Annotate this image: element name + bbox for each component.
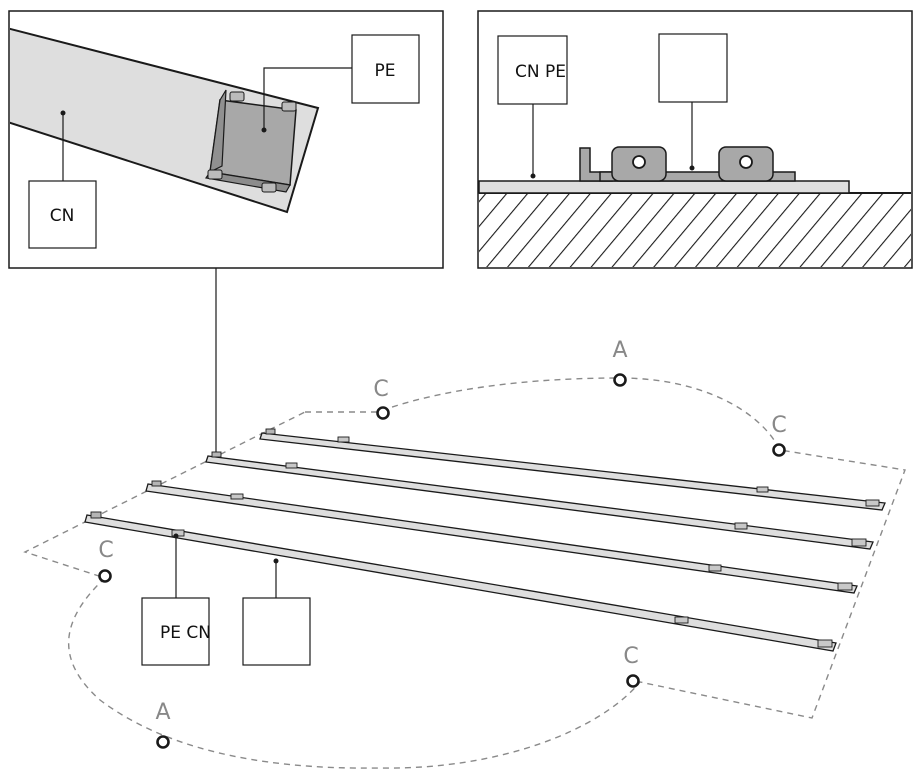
- label-box-pecn: [141, 597, 210, 666]
- marker-label-c-top-left: C: [373, 377, 388, 402]
- strip-3: [145, 480, 858, 594]
- marker-point-a-top: [613, 373, 627, 387]
- bracket-section: [579, 146, 796, 182]
- bracket-closeup: [204, 89, 297, 193]
- marker-label-a-top: A: [612, 338, 627, 363]
- marker-point-c-bottom-right: [626, 674, 640, 688]
- label-box-pe: [351, 34, 420, 104]
- ground-hatch: [479, 193, 911, 267]
- strip-section: [478, 180, 850, 194]
- marker-label-a-bottom: A: [155, 700, 170, 725]
- marker-point-c-top-left: [376, 406, 390, 420]
- marker-point-c-left: [98, 569, 112, 583]
- label-box-cn: [28, 180, 97, 249]
- label-box-empty-main: [242, 597, 311, 666]
- strip-1: [259, 428, 886, 511]
- label-box-empty-2: [658, 33, 728, 103]
- site-boundary: [23, 377, 906, 769]
- detail-panel-2: CN PE: [477, 10, 913, 269]
- detail-panel-1: PE CN: [8, 10, 444, 269]
- marker-point-c-top-right: [772, 443, 786, 457]
- strip-4: [84, 511, 837, 652]
- leader-pe: [263, 67, 352, 130]
- label-cnpe: CN PE: [515, 62, 566, 82]
- label-box-cnpe: [497, 35, 568, 105]
- strip-2: [205, 451, 874, 550]
- label-cn: CN: [50, 206, 75, 226]
- label-pe: PE: [375, 61, 396, 81]
- marker-label-c-left: C: [98, 538, 113, 563]
- marker-label-c-top-right: C: [771, 413, 786, 438]
- main-view: A A C C C C PE CN: [23, 338, 906, 769]
- marker-label-c-bottom-right: C: [623, 644, 638, 669]
- label-pecn: PE CN: [160, 623, 211, 643]
- marker-point-a-bottom: [156, 735, 170, 749]
